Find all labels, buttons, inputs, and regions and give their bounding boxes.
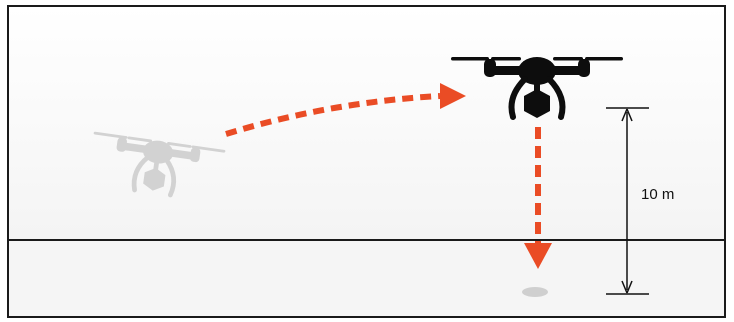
diagram-border — [7, 5, 726, 318]
landing-shadow-icon — [522, 287, 548, 297]
dimension-arrowhead-bottom — [621, 280, 633, 294]
sky-area — [8, 6, 725, 240]
height-dimension — [606, 107, 649, 295]
height-label: 10 m — [641, 186, 674, 203]
ground-area — [8, 240, 725, 316]
descent-arrowhead — [524, 243, 552, 269]
flight-path-arrow — [225, 93, 441, 137]
dimension-arrowhead-top — [621, 108, 633, 122]
drone-icon — [451, 57, 623, 120]
drone-icon — [93, 131, 226, 198]
flight-arrowhead — [440, 83, 466, 109]
